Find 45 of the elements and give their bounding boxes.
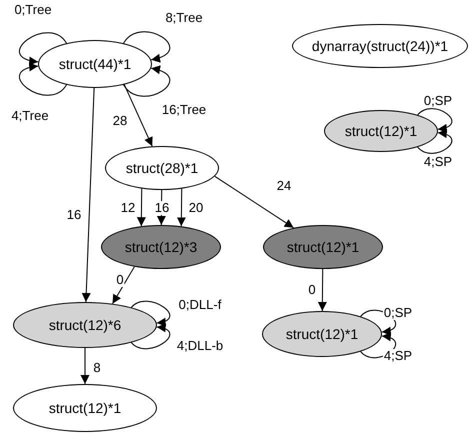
edge-label: 4;Tree [10, 109, 50, 123]
edge-label: 16 [66, 208, 82, 222]
edge-label: 28 [112, 114, 128, 128]
arrow [214, 176, 294, 228]
node-label: struct(12)*1 [286, 326, 358, 342]
node-label: struct(28)*1 [126, 160, 198, 176]
loop-arrow [417, 108, 452, 132]
edge-label: 24 [276, 179, 292, 193]
arrow [156, 190, 166, 226]
node-label: struct(12)*1 [48, 400, 122, 416]
edge-label: 8 [92, 361, 102, 375]
edge-label: 12 [120, 201, 136, 215]
loop-arrow [130, 324, 170, 350]
edge-label: 8;Tree [164, 11, 204, 25]
edge-label: 4;DLL-b [176, 339, 224, 353]
loop-arrow [19, 63, 67, 96]
loop-arrow [417, 130, 452, 154]
edge-label: 16 [154, 201, 170, 215]
node-label: struct(12)*6 [48, 317, 122, 333]
node-label: struct(12)*1 [344, 123, 418, 139]
arrow [136, 188, 146, 227]
edge-label: 0 [307, 283, 317, 297]
arrow [112, 266, 135, 304]
arrow [124, 84, 153, 147]
arrow [82, 88, 95, 302]
arrow [318, 268, 327, 312]
edge-label: 20 [188, 201, 204, 215]
arrow [80, 348, 90, 384]
edge-label: 16;Tree [160, 103, 208, 117]
edge-label: 0;DLL-f [178, 298, 222, 312]
node-label: struct(12)*3 [124, 239, 198, 255]
edge-label: 4;SP [422, 155, 454, 169]
edge-label: 0;SP [422, 94, 454, 108]
node-label: struct(12)*1 [286, 239, 360, 255]
edge-label: 0;Tree [13, 3, 53, 17]
edge-label: 0 [115, 273, 125, 287]
edge-label: 4;SP [382, 349, 414, 363]
arrow [176, 188, 186, 227]
loop-arrow [130, 300, 170, 326]
edge-label: 0;SP [382, 306, 414, 320]
node-label: struct(44)*1 [58, 56, 132, 72]
loop-arrow [123, 31, 170, 62]
loop-arrow [19, 32, 67, 65]
loop-arrow [123, 66, 170, 97]
node-label: dynarray(struct(24))*1 [312, 38, 448, 54]
